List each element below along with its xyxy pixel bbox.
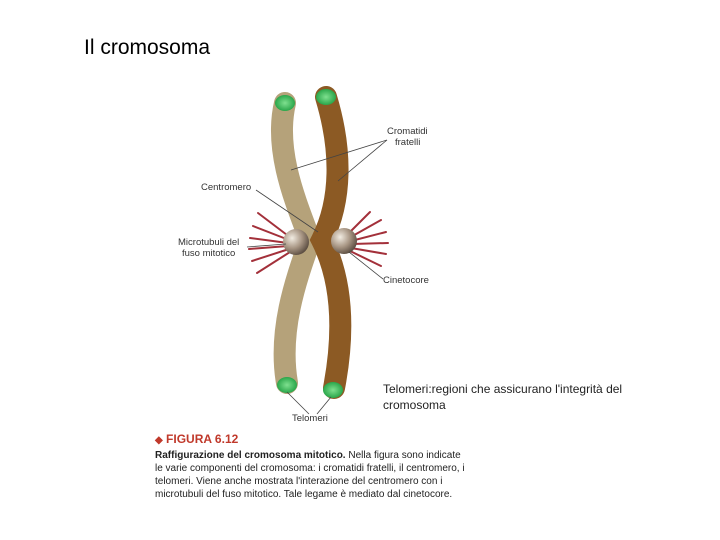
label-microtubuli-1: Microtubuli del	[178, 237, 239, 248]
caption-body: Raffigurazione del cromosoma mitotico. N…	[155, 449, 467, 501]
caption-header: ◆ FIGURA 6.12	[155, 432, 467, 448]
telomere-bottom-left	[277, 377, 297, 393]
figure-caption: ◆ FIGURA 6.12 Raffigurazione del cromoso…	[155, 432, 467, 501]
telomere-top-left	[275, 95, 295, 111]
slide-title: Il cromosoma	[84, 36, 211, 59]
telomeri-note: Telomeri:regioni che assicurano l'integr…	[383, 382, 623, 412]
label-centromero: Centromero	[201, 182, 251, 193]
label-telomeri: Telomeri	[292, 413, 328, 424]
caption-text: Nella figura sono indicate le varie comp…	[155, 450, 465, 500]
label-microtubuli-2: fuso mitotico	[182, 248, 235, 259]
label-cinetocore: Cinetocore	[383, 275, 429, 286]
label-cromatidi-2: fratelli	[395, 137, 420, 148]
caption-heading: Raffigurazione del cromosoma mitotico.	[155, 450, 346, 461]
label-cromatidi-1: Cromatidi	[387, 126, 428, 137]
right-chromatid	[309, 86, 352, 399]
kinetochore-right	[331, 228, 357, 254]
microtubules-left	[248, 212, 292, 274]
leader-lines	[246, 139, 388, 415]
telomere-bottom-right	[323, 382, 343, 398]
kinetochore-left	[283, 229, 309, 255]
diamond-icon: ◆	[155, 435, 163, 446]
telomere-top-right	[316, 89, 336, 105]
figure-label: FIGURA 6.12	[166, 432, 239, 446]
